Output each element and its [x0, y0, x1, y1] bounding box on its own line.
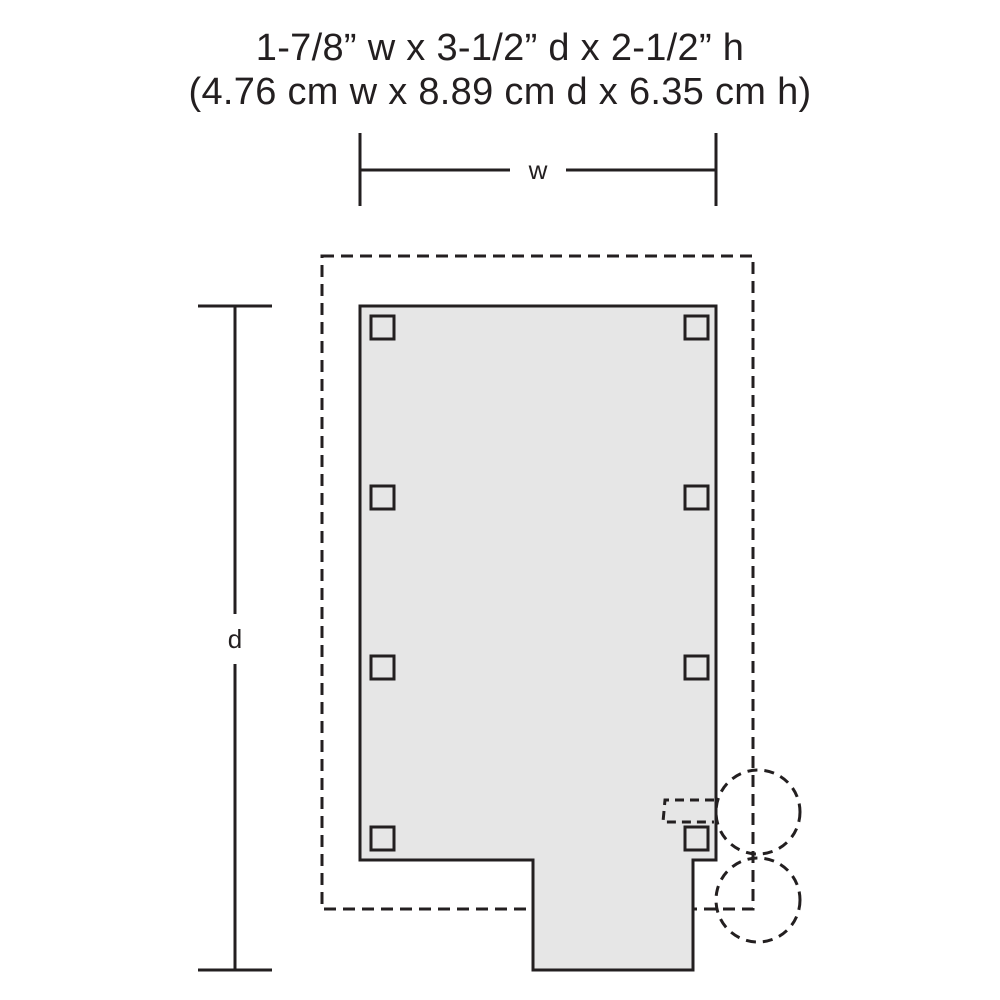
post-marker [683, 654, 710, 681]
accessory-circle-upper [714, 768, 802, 856]
width-label: w [528, 155, 548, 185]
dimensions-caption: 1-7/8” w x 3-1/2” d x 2-1/2” h (4.76 cm … [0, 26, 1000, 114]
post-marker [683, 314, 710, 341]
post-marker [369, 654, 396, 681]
building-footprint [358, 304, 718, 972]
dimensions-metric: (4.76 cm w x 8.89 cm d x 6.35 cm h) [188, 71, 812, 113]
post-marker [369, 314, 396, 341]
post-marker [369, 825, 396, 852]
accessory-circle-lower [714, 856, 802, 944]
post-marker [683, 825, 710, 852]
width-dimension [358, 133, 718, 206]
post-markers [369, 314, 710, 852]
fixture-outline [661, 798, 714, 824]
dimensions-imperial: 1-7/8” w x 3-1/2” d x 2-1/2” h [255, 27, 745, 69]
depth-dimension [198, 304, 272, 972]
post-marker [683, 484, 710, 511]
post-marker [369, 484, 396, 511]
depth-label: d [228, 624, 242, 654]
